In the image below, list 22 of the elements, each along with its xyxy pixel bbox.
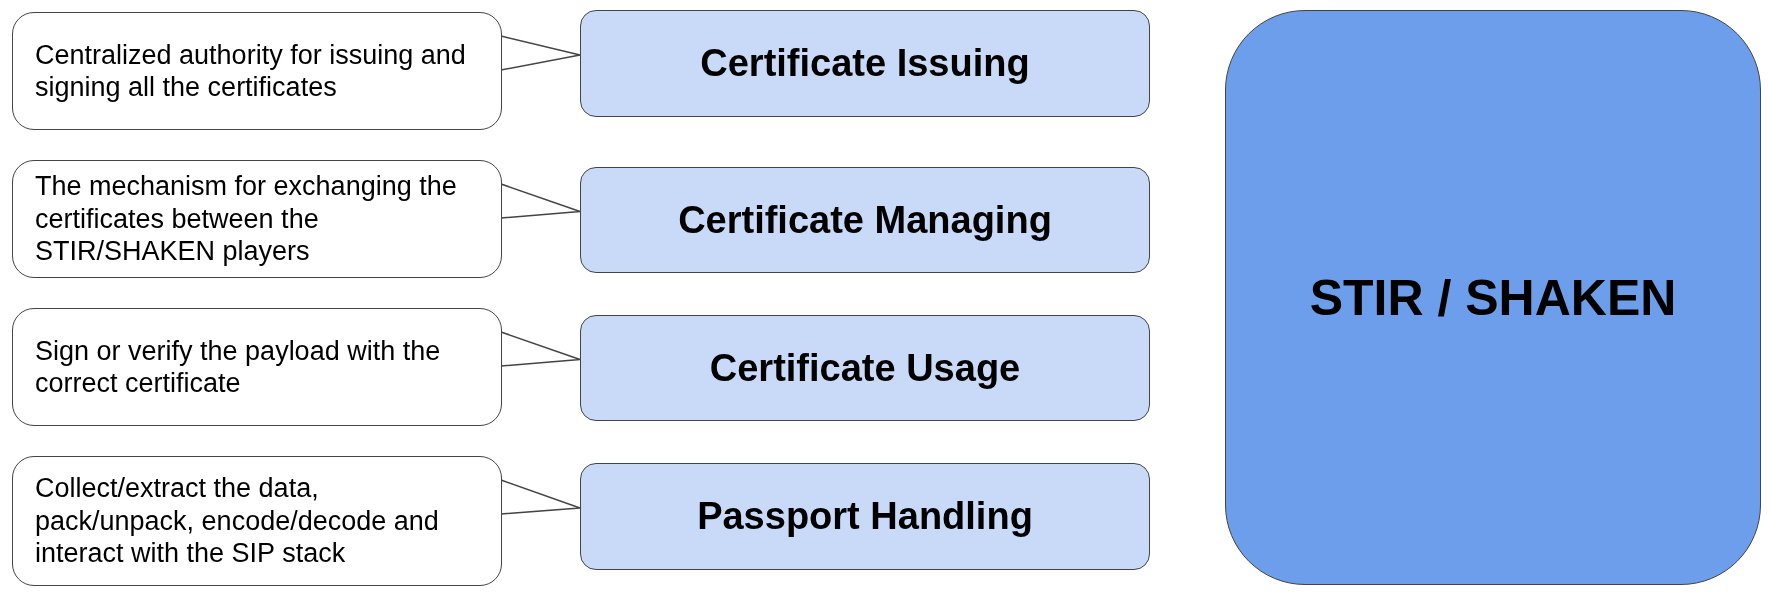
callout-pointer	[500, 183, 581, 219]
process-box	[580, 463, 1150, 570]
node-text: Certificate Managing	[678, 198, 1052, 242]
node-text: STIR / SHAKEN	[1309, 268, 1677, 327]
process-box	[580, 315, 1150, 421]
callout-box	[12, 308, 502, 426]
process-box	[580, 10, 1150, 117]
node-text: Collect/extract the data, pack/unpack, encode/decode and interact with the SIP stack	[35, 472, 440, 570]
node-text: Sign or verify the payload with the correct certificate	[35, 334, 442, 400]
node-text: Certificate Usage	[709, 346, 1021, 390]
node-text: Certificate Issuing	[700, 42, 1030, 85]
callout-box	[12, 456, 502, 586]
node-text: The mechanism for exchanging the certificates between the STIR/SHAKEN players	[35, 170, 458, 268]
callout-pointer	[500, 479, 581, 515]
callout-pointer	[500, 331, 581, 367]
node-text: Passport Handling	[697, 495, 1033, 538]
process-box	[580, 167, 1150, 273]
callout-box	[12, 12, 502, 130]
node-text: Centralized authority for issuing and signing all the certificates	[35, 38, 467, 104]
main-block	[1225, 10, 1761, 585]
callout-pointer	[500, 35, 581, 71]
callout-box	[12, 160, 502, 278]
